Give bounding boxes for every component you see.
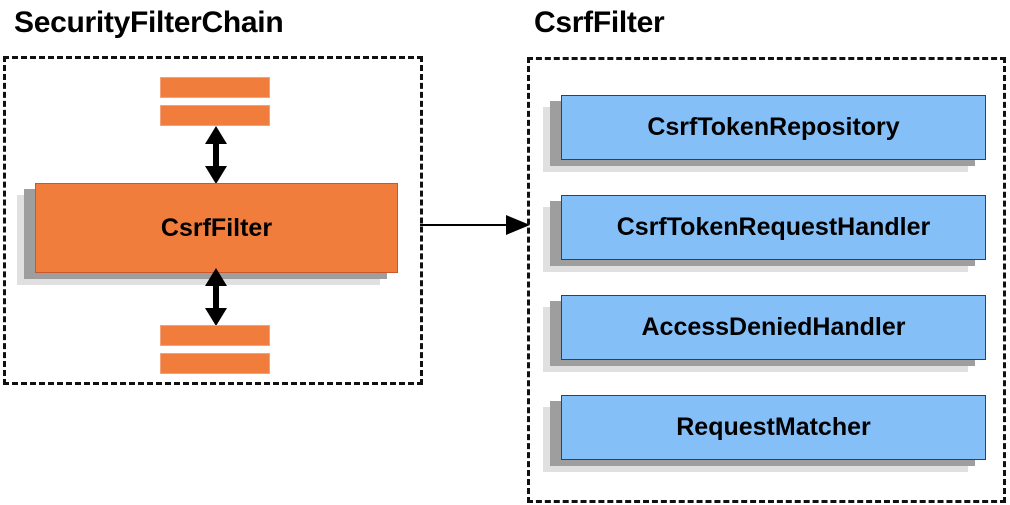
arrow-up-down-below xyxy=(205,268,227,326)
component-box-access-denied-handler[interactable]: AccessDeniedHandler xyxy=(543,295,986,372)
filter-bar-above-2 xyxy=(160,105,270,126)
component-box-csrf-token-request-handler[interactable]: CsrfTokenRequestHandler xyxy=(543,195,986,272)
component-label: CsrfTokenRequestHandler xyxy=(561,195,986,260)
csrf-filter-label: CsrfFilter xyxy=(35,183,398,273)
connector-arrow xyxy=(420,215,530,235)
arrow-up-down-above xyxy=(205,126,227,184)
csrf-filter-box[interactable]: CsrfFilter xyxy=(17,183,398,285)
component-label: CsrfTokenRepository xyxy=(561,95,986,160)
component-box-csrf-token-repository[interactable]: CsrfTokenRepository xyxy=(543,95,986,172)
filter-bar-below-2 xyxy=(160,353,270,374)
right-panel-title: CsrfFilter xyxy=(534,6,665,39)
security-filter-chain-group xyxy=(3,56,423,385)
component-label: AccessDeniedHandler xyxy=(561,295,986,360)
filter-bar-below-1 xyxy=(160,325,270,346)
left-panel-title: SecurityFilterChain xyxy=(14,6,284,39)
component-label: RequestMatcher xyxy=(561,395,986,460)
csrf-filter-group xyxy=(527,57,1006,503)
filter-bar-above-1 xyxy=(160,77,270,98)
component-box-request-matcher[interactable]: RequestMatcher xyxy=(543,395,986,472)
